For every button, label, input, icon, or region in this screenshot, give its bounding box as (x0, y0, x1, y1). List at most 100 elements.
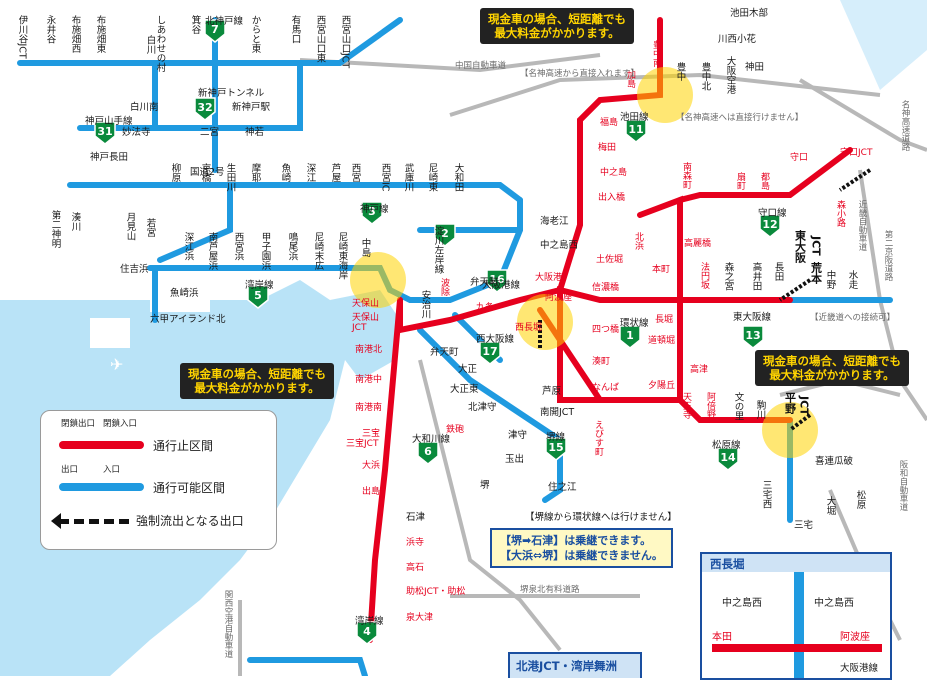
route-shield-r32 (194, 97, 216, 121)
station-honmachi: 本町 (652, 263, 670, 275)
station-komagawa: 駒川 (755, 399, 767, 419)
route-name-kobe: 神戸線 (360, 203, 389, 215)
station-r31-8: 西宮山口東 (315, 15, 327, 63)
warning-right-line2: 最大料金がかかります。 (769, 368, 895, 382)
legend-forced-label: 強制流出となる出口 (136, 514, 244, 528)
station-sanpo: 三宝 (362, 427, 380, 439)
station-osakako: 大阪港 (535, 271, 562, 283)
legend-open-label: 通行可能区間 (153, 481, 226, 495)
station-ashihara: 芦原 (542, 386, 561, 397)
transfer-note-line2: 【大浜⇔堺】は乗継できません。 (500, 549, 663, 562)
station-r5-6: 尼崎東海岸 (337, 232, 349, 280)
jct-hirano-suffix: JCT (798, 395, 811, 416)
station-kireuriwari: 喜連瓜破 (815, 455, 854, 467)
station-tsukimiyama: 湊川 (70, 211, 82, 231)
station-tsumori: 津守 (508, 429, 527, 441)
station-r3-3: 摩耶 (250, 162, 262, 183)
station-umeda: 梅田 (598, 141, 616, 153)
airplane-icon-2: ✈ (232, 566, 246, 585)
note-meishin-exit: 【名神高速へは直接行けません】 (676, 112, 803, 123)
station-toyonaka-kita: 豊中北 (700, 61, 712, 91)
inset-title: 西長堀 (710, 557, 745, 571)
station-nakajima: 中島 (360, 237, 372, 258)
open-routes (17, 17, 893, 676)
station-minatomachi: 湊町 (592, 355, 610, 367)
bay-inlet (330, 290, 400, 380)
jct-moriguchi: 守口JCT (840, 146, 873, 158)
station-taisho: 大正 (458, 363, 478, 375)
jct-higashiosaka-suffix: JCT (810, 235, 823, 256)
station-asashiobashi: 弁天町 (470, 276, 499, 288)
route-name-nishiosaka: 西大阪線 (476, 333, 515, 345)
toll-area-right (762, 402, 818, 458)
legend-closed-exit: 閉鎖出口 (61, 419, 96, 429)
station-moriguchi: 守口 (790, 151, 808, 163)
route-shield-r4 (356, 621, 378, 645)
station-shinanobashi: 信濃橋 (592, 281, 619, 293)
station-wakamiya: 月見山 (125, 212, 137, 241)
station-r5-0: 深江浜 (183, 232, 195, 261)
route-12-line (677, 147, 853, 203)
inset-kitako: 北港JCT・湾岸舞洲 (508, 652, 642, 678)
station-nanko-naka: 南港中 (355, 373, 382, 385)
station-kokudo2: 国道2号 (190, 166, 225, 178)
station-daini-shinmei: 第二神明 (50, 209, 62, 249)
station-kitatsumori: 北津守 (468, 401, 497, 413)
route-4-south-line (247, 657, 368, 676)
station-yuhigaoka: 夕陽丘 (648, 379, 675, 391)
station-deiribashi: 出入橋 (598, 191, 625, 203)
station-izumiotsu: 泉大津 (406, 611, 433, 623)
station-sukematsu: 助松JCT・助松 (406, 585, 465, 597)
route-shield-r31 (94, 121, 116, 145)
station-dotonbori: 道頓堀 (648, 334, 675, 346)
station-kobe-nagata: 神戸長田 (90, 151, 128, 163)
station-hoenzaka: 法円坂 (699, 261, 710, 290)
station-rokko-island-kita: 六甲アイランド北 (150, 313, 226, 325)
route-name-kobeyamate: 神戸山手線 (85, 115, 133, 127)
route-number-r17: 17 (482, 345, 497, 358)
label-meishin: 名神高速道路 (900, 99, 910, 152)
station-sanpo-jct: 三宝JCT (346, 437, 379, 449)
station-kawanishi-obana: 川西小花 (718, 33, 757, 45)
station-nagahori: 長堀 (655, 314, 673, 325)
station-uozakihama: 魚崎浜 (170, 287, 199, 299)
warning-top-line2: 最大料金がかかります。 (494, 26, 620, 40)
route-shield-r1 (619, 325, 641, 349)
route-shield-r11 (625, 119, 647, 143)
station-ohama: 大浜 (362, 459, 380, 471)
station-r31-2: 布施畑西 (70, 14, 82, 54)
route-name-wangan4: 湾岸線 (355, 615, 384, 627)
station-kitahama: 北浜 (633, 232, 644, 251)
route-name-shinkobe: 新神戸トンネル (198, 87, 265, 99)
station-nakanoshima: 中之島 (600, 166, 627, 178)
station-sakai: 堺 (480, 479, 490, 491)
station-nakano: 中野 (825, 269, 837, 289)
station-nagata: 長田 (773, 262, 785, 282)
route-number-r4: 4 (363, 625, 371, 638)
route-number-r1: 1 (626, 329, 634, 342)
warning-top: 現金車の場合、短距離でも 最大料金がかかります。 (480, 8, 634, 44)
note-meishin-entry: 【名神高速から直接入れます】 (520, 68, 639, 79)
forced-exit-arrows (538, 168, 872, 432)
route-number-r2: 2 (441, 227, 449, 240)
legend-closed-entry: 閉鎖入口 (103, 419, 138, 429)
station-tennoji: 天王寺 (681, 392, 692, 419)
station-r3-9: 武庫川 (403, 162, 415, 191)
warning-right-line1: 現金車の場合、短距離でも (763, 354, 901, 368)
station-sumiyoshihama: 住吉浜 (120, 263, 149, 275)
route-number-r14: 14 (720, 451, 736, 464)
station-r5-3: 甲子園浜 (260, 232, 272, 271)
station-awaza: 阿波座 (545, 291, 572, 303)
station-morikoji: 森小路 (835, 199, 846, 228)
route-3-line (67, 182, 523, 203)
route-14-line (677, 397, 793, 423)
station-ajikawa: 安治川 (420, 289, 432, 318)
station-ikeda-kibe: 池田木部 (730, 7, 768, 19)
route-shield-r14 (717, 447, 739, 471)
station-r3-0: 柳原 (170, 162, 182, 182)
route-name-yodogawa: 淀川左岸線 (433, 225, 445, 273)
toll-area-center (517, 294, 573, 350)
legend-forced-arrow (59, 519, 129, 524)
route-15-line (417, 327, 563, 503)
station-hamadera: 浜寺 (406, 537, 424, 548)
